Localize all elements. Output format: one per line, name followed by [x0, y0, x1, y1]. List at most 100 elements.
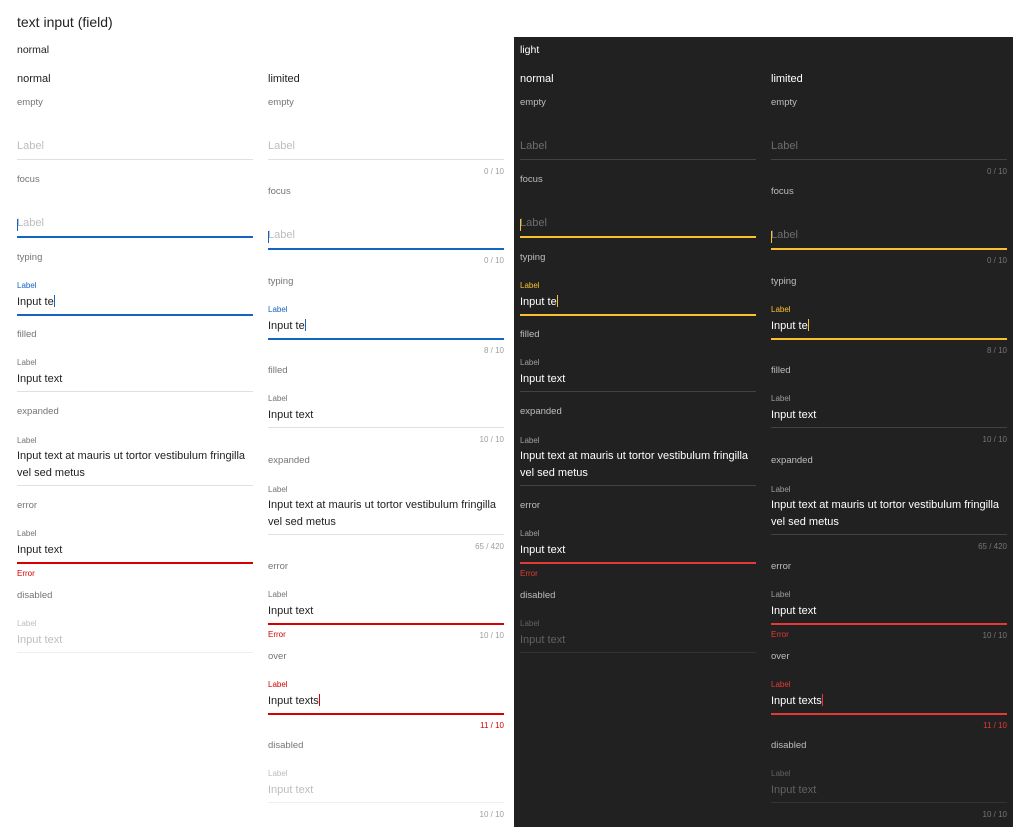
underline: [17, 391, 253, 392]
character-counter: 65 / 420: [978, 542, 1007, 551]
error-message: Error: [771, 630, 789, 639]
field-label: Label: [520, 281, 540, 290]
placeholder-text: Label: [520, 217, 547, 229]
underline: [520, 236, 756, 238]
field-value[interactable]: Input te: [520, 294, 558, 311]
underline: [268, 713, 504, 715]
field-value-text: Input text: [771, 409, 817, 421]
column-title-normal: normal: [520, 73, 554, 85]
field-label: Label: [771, 394, 791, 403]
field-value[interactable]: Input text at mauris ut tortor vestibulu…: [268, 499, 497, 528]
field-value[interactable]: Input text: [17, 371, 62, 388]
state-label-over: over: [268, 651, 287, 662]
field-value-text: Input te: [17, 296, 54, 308]
underline: [17, 236, 253, 238]
underline: [520, 159, 756, 160]
state-label-typing: typing: [17, 252, 43, 263]
section-title-light: light: [520, 44, 540, 56]
field-value-text: Input text: [17, 634, 63, 646]
placeholder-text: Label: [268, 140, 295, 152]
state-label-error: error: [771, 561, 792, 572]
field-value[interactable]: Input text: [268, 407, 313, 424]
state-label-focus: focus: [771, 186, 794, 197]
field-value[interactable]: Input text: [17, 542, 62, 559]
field-label: Label: [520, 619, 540, 628]
field-value[interactable]: Input text: [771, 603, 816, 620]
character-counter: 10 / 10: [982, 631, 1007, 640]
field-value[interactable]: Input text at mauris ut tortor vestibulu…: [771, 499, 1000, 528]
text-caret: [17, 219, 18, 231]
field-value[interactable]: Input text at mauris ut tortor vestibulu…: [520, 450, 749, 479]
character-counter: 10 / 10: [479, 435, 504, 444]
underline: [268, 534, 504, 535]
underline: [771, 159, 1007, 160]
field-label: Label: [17, 436, 37, 445]
error-message: Error: [520, 569, 538, 578]
placeholder-text: Label: [268, 229, 295, 241]
state-label-filled: filled: [771, 365, 791, 376]
field-label: Label: [771, 590, 791, 599]
field-value-text: Input text: [268, 784, 314, 796]
underline: [17, 314, 253, 316]
field-label: Label: [771, 485, 791, 494]
field-value-text: Input texts: [268, 695, 319, 707]
placeholder-text: Label: [771, 140, 798, 152]
field-value-text: Input text: [17, 373, 63, 385]
underline: [771, 248, 1007, 250]
field-label: Label: [17, 358, 37, 367]
field-value[interactable]: Input text: [520, 542, 565, 559]
field-value: Input text: [771, 782, 816, 799]
underline: [520, 652, 756, 653]
state-label-expanded: expanded: [17, 406, 59, 417]
state-label-error: error: [268, 561, 289, 572]
field-value[interactable]: Input texts: [268, 693, 320, 710]
field-value-text: Input te: [520, 296, 557, 308]
field-value[interactable]: Input te: [771, 318, 809, 335]
field-value[interactable]: Input texts: [771, 693, 823, 710]
field-label: Label: [520, 436, 540, 445]
field-label: Label: [268, 590, 288, 599]
field-label: Label: [771, 680, 791, 689]
underline: [520, 391, 756, 392]
character-counter: 10 / 10: [479, 631, 504, 640]
state-label-empty: empty: [520, 97, 546, 108]
character-counter: 10 / 10: [982, 435, 1007, 444]
underline: [17, 159, 253, 160]
field-value-text: Input text: [268, 605, 314, 617]
dark-panel: light: [514, 37, 1013, 827]
field-label: Label: [17, 281, 37, 290]
state-label-over: over: [771, 651, 790, 662]
character-counter: 10 / 10: [982, 810, 1007, 819]
placeholder-text: Label: [17, 140, 44, 152]
character-counter: 0 / 10: [483, 256, 504, 265]
field-label: Label: [771, 769, 791, 778]
field-value[interactable]: Input te: [268, 318, 306, 335]
underline: [771, 802, 1007, 803]
field-value: Input text: [268, 782, 313, 799]
field-value[interactable]: Input text: [268, 603, 313, 620]
underline: [268, 802, 504, 803]
character-counter: 0 / 10: [986, 256, 1007, 265]
underline: [268, 159, 504, 160]
field-value[interactable]: Input text: [520, 371, 565, 388]
field-value-text: Input text: [520, 634, 566, 646]
underline: [268, 338, 504, 340]
field-label: Label: [268, 394, 288, 403]
state-label-disabled: disabled: [17, 590, 53, 601]
underline: [268, 427, 504, 428]
field-value[interactable]: Input text: [771, 407, 816, 424]
field-value[interactable]: Input te: [17, 294, 55, 311]
field-label: Label: [520, 358, 540, 367]
underline: [771, 427, 1007, 428]
state-label-disabled: disabled: [268, 740, 304, 751]
field-value[interactable]: Input text at mauris ut tortor vestibulu…: [17, 450, 246, 479]
text-caret: [807, 319, 809, 331]
state-label-expanded: expanded: [520, 406, 562, 417]
state-label-error: error: [520, 500, 541, 511]
underline: [268, 623, 504, 625]
field-label: Label: [268, 305, 288, 314]
column-title-limited: limited: [268, 73, 300, 85]
state-label-focus: focus: [268, 186, 291, 197]
state-label-filled: filled: [520, 329, 540, 340]
character-counter: 11 / 10: [480, 721, 504, 730]
